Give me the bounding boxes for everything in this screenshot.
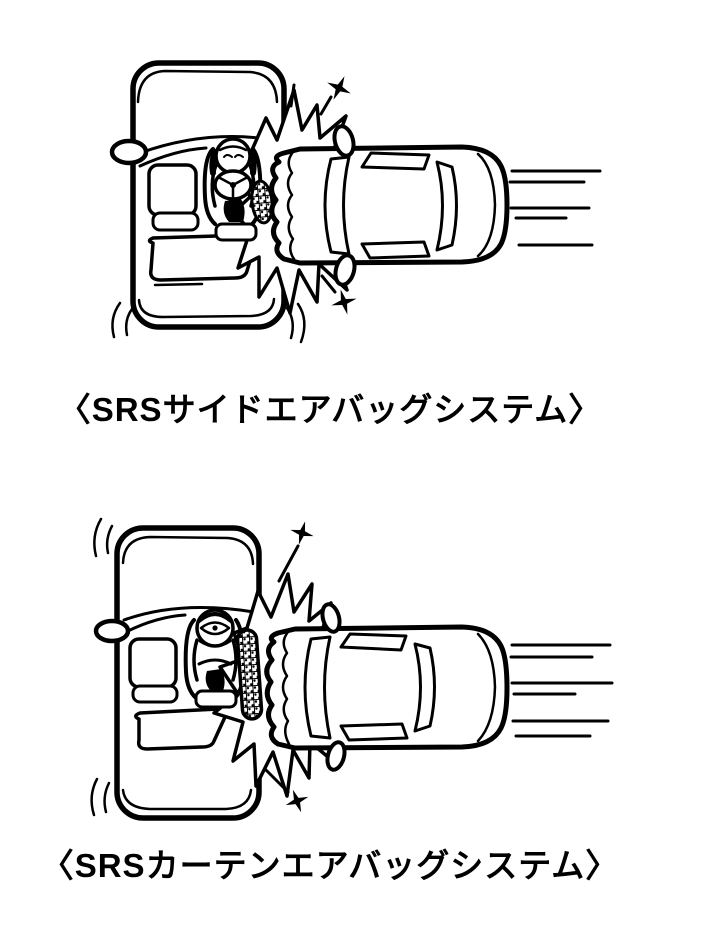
side-airbag-shape (250, 179, 274, 225)
rear-bench-seat (134, 707, 228, 751)
figure-caption-curtain-airbag: 〈SRSカーテンエアバッグシステム〉 (40, 847, 620, 884)
impact-star-bottom (285, 789, 309, 813)
driver-eye-left (223, 154, 233, 158)
passenger-seat (147, 163, 198, 217)
shake-lines (90, 517, 114, 817)
spark-line-bottom (320, 274, 337, 294)
sedan-mirror-top (332, 124, 356, 158)
driver-eye-right (234, 154, 244, 158)
curtain-airbag-illustration (90, 517, 614, 821)
sedan-windshield (303, 635, 332, 740)
striking-sedan (269, 124, 510, 287)
van-side-mirror (93, 618, 131, 644)
van-rear-inner-line (137, 297, 276, 319)
driver-arm-left (210, 163, 218, 208)
sedan-rear-window (413, 642, 436, 733)
sedan-mirror-top (320, 602, 342, 634)
striking-sedan (264, 602, 510, 772)
spark-line-bottom (264, 768, 290, 794)
speed-lines (508, 169, 602, 247)
speed-lines (509, 643, 614, 738)
van-windshield-line (122, 606, 256, 622)
impact-star-top (290, 521, 314, 545)
sedan-window-top (360, 151, 431, 171)
driver-seat-left (183, 618, 198, 700)
driver-head (214, 137, 252, 175)
steering-wheel (197, 658, 233, 666)
van-roof-inner-line (136, 69, 279, 104)
sedan-mirror-bottom (333, 253, 357, 287)
sedan-rear-window (435, 160, 458, 252)
crumpled-front (286, 150, 296, 261)
struck-van (109, 60, 287, 330)
sedan-window-bottom (360, 240, 431, 260)
rear-bench-seat (147, 233, 258, 282)
driver-arm-right (231, 638, 238, 682)
van-roof-inner-line (121, 535, 255, 566)
driver-arm-left (192, 638, 199, 682)
impact-star-top (327, 76, 351, 100)
driver-lap (205, 669, 225, 691)
van-side-mirror (109, 138, 149, 166)
spark-line-top (319, 95, 333, 116)
shake-lines (111, 301, 306, 344)
figure-caption-side-airbag: 〈SRSサイドエアバッグシステム〉 (57, 391, 603, 428)
spark-line-top (277, 544, 300, 583)
driver-figure (202, 137, 263, 242)
driver-lap (223, 199, 245, 222)
driver-figure (183, 608, 246, 709)
driver-seat-left (202, 147, 217, 226)
curtain-airbag-shape (235, 628, 264, 721)
sedan-mirror-bottom (325, 740, 347, 772)
sedan-window-bottom (339, 722, 409, 742)
side-airbag-illustration (109, 60, 602, 344)
van-rear-inner-line (121, 788, 253, 811)
passenger-seat (128, 637, 178, 689)
impact-star-bottom (331, 289, 357, 315)
crumpled-front (281, 630, 291, 746)
sedan-window-top (339, 632, 408, 652)
